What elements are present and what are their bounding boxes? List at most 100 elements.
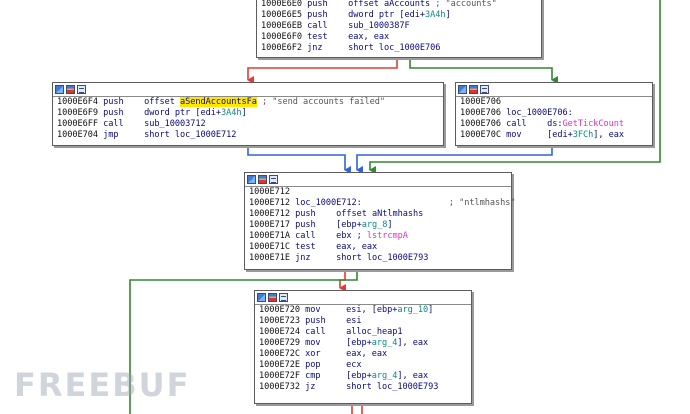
mnemonic: jmp — [103, 130, 119, 140]
operand: eax, eax — [348, 32, 389, 42]
edge-ntlm-jnz — [129, 272, 358, 414]
address: 1000E720 — [259, 305, 300, 315]
comment: ; "send accounts failed" — [256, 97, 385, 107]
disasm-line[interactable]: 1000E706 — [460, 97, 648, 108]
operand-constant: arg_4 — [371, 371, 398, 381]
disasm-line[interactable]: 1000E6E5 push dword ptr [edi+3A4h] — [261, 10, 537, 21]
disasm-line[interactable]: 1000E72C xor eax, eax — [259, 349, 467, 360]
operand-constant: 3A4h — [424, 10, 446, 20]
disasm-line[interactable]: 1000E717 push [ebp+arg_8] — [249, 220, 507, 231]
operand-text: alloc_heap1 — [346, 327, 403, 337]
address: 1000E717 — [249, 220, 290, 230]
code-block-ntlmhashs[interactable]: 1000E712 1000E712 loc_1000E712: ; "ntlmh… — [244, 172, 516, 270]
block-lines: 1000E6E0 push offset aAccounts ; "accoun… — [257, 0, 541, 54]
disasm-line[interactable]: 1000E732 jz short loc_1000E793 — [259, 382, 467, 393]
disasm-line[interactable]: 1000E71A call ebx ; lstrcmpA — [249, 231, 507, 242]
disasm-line[interactable]: 1000E6F4 push offset aSendAccountsFa ; "… — [57, 97, 439, 108]
operand-constant: arg_4 — [371, 338, 398, 348]
address: 1000E72C — [259, 349, 300, 359]
disasm-line[interactable]: 1000E6E0 push offset aAccounts ; "accoun… — [261, 0, 537, 10]
mnemonic: pop — [305, 360, 321, 370]
operand: [ebp+arg_4], eax — [346, 338, 428, 348]
disasm-line[interactable]: 1000E6F9 push dword ptr [edi+3A4h] — [57, 108, 439, 119]
edge-top-to-tick — [409, 60, 558, 84]
chart-icon[interactable] — [469, 85, 478, 94]
disasm-line[interactable]: 1000E704 jmp short loc_1000E712 — [57, 130, 439, 141]
operand: loc_1000E712: — [295, 198, 362, 208]
highlighted-symbol[interactable]: aSendAccountsFa — [180, 97, 257, 107]
graph-view-icon[interactable] — [257, 293, 266, 302]
comment: ; "accounts" — [430, 0, 497, 9]
disasm-line[interactable]: 1000E729 mov [ebp+arg_4], eax — [259, 338, 467, 349]
disasm-line[interactable]: 1000E6F0 test eax, eax — [261, 32, 537, 43]
disasm-line[interactable]: 1000E706 loc_1000E706: — [460, 108, 648, 119]
address: 1000E729 — [259, 338, 300, 348]
disasm-line[interactable]: 1000E70C mov [edi+3FCh], eax — [460, 130, 648, 141]
disasm-line[interactable]: 1000E6FF call sub_10003712 — [57, 119, 439, 130]
disasm-line[interactable]: 1000E72F cmp [ebp+arg_4], eax — [259, 371, 467, 382]
mnemonic: xor — [305, 349, 321, 359]
block-toolbar — [255, 291, 471, 305]
edge-tick-to-ntlm — [356, 147, 553, 174]
block-lines: 1000E720 mov esi, [ebp+arg_10]1000E723 p… — [255, 305, 471, 393]
disasm-line[interactable]: 1000E71C test eax, eax — [249, 242, 507, 253]
operand: short loc_1000E712 — [144, 130, 236, 140]
disasm-line[interactable]: 1000E72E pop ecx — [259, 360, 467, 371]
graph-view-icon[interactable] — [247, 175, 256, 184]
operand: offset aNtlmhashs — [336, 209, 423, 219]
disasm-line[interactable]: 1000E712 loc_1000E712: ; "ntlmhashs" — [249, 198, 516, 209]
graph-view-icon[interactable] — [55, 85, 64, 94]
chart-icon[interactable] — [258, 175, 267, 184]
operand: [ebp+arg_8] — [336, 220, 392, 230]
disasm-line[interactable]: 1000E6EB call sub_1000387F — [261, 21, 537, 32]
graph-view-icon[interactable] — [458, 85, 467, 94]
operand: eax, eax — [346, 349, 387, 359]
operand-text: ] — [387, 220, 393, 230]
code-block-alloc-heap[interactable]: 1000E720 mov esi, [ebp+arg_10]1000E723 p… — [254, 290, 472, 404]
disasm-line[interactable]: 1000E724 call alloc_heap1 — [259, 327, 467, 338]
mnemonic: call — [307, 21, 328, 31]
address: 1000E71C — [249, 242, 290, 252]
block-toolbar — [245, 173, 511, 187]
operand-constant: 3A4h — [220, 108, 242, 118]
address: 1000E72F — [259, 371, 300, 381]
code-block-gettickcount[interactable]: 1000E706 1000E706 loc_1000E706:1000E706 … — [455, 82, 653, 146]
comment: ; "ntlmhashs" — [361, 198, 516, 208]
mnemonic: cmp — [305, 371, 321, 381]
chart-icon[interactable] — [66, 85, 75, 94]
address: 1000E712 — [249, 187, 290, 197]
code-block-send-failed[interactable]: 1000E6F4 push offset aSendAccountsFa ; "… — [52, 82, 444, 146]
mnemonic: jz — [305, 382, 316, 392]
api-name[interactable]: lstrcmpA — [366, 231, 408, 241]
chart-icon[interactable] — [268, 293, 277, 302]
disasm-line[interactable]: 1000E6F2 jnz short loc_1000E706 — [261, 43, 537, 54]
text-view-icon[interactable] — [480, 85, 489, 94]
code-block-top[interactable]: 1000E6E0 push offset aAccounts ; "accoun… — [256, 0, 542, 58]
disasm-line[interactable]: 1000E723 push esi — [259, 316, 467, 327]
mnemonic: push — [305, 316, 326, 326]
operand: sub_10003712 — [144, 119, 206, 129]
disasm-line[interactable]: 1000E712 — [249, 187, 507, 198]
operand-text: short loc_1000E706 — [348, 43, 441, 53]
operand: dword ptr [edi+3A4h] — [348, 10, 451, 20]
operand-text: ] — [445, 10, 451, 20]
mnemonic: call — [295, 231, 316, 241]
operand-text: ] — [428, 305, 434, 315]
address: 1000E71A — [249, 231, 290, 241]
text-view-icon[interactable] — [77, 85, 86, 94]
operand-text: esi, [ebp+ — [346, 305, 398, 315]
disasm-line[interactable]: 1000E712 push offset aNtlmhashs — [249, 209, 507, 220]
api-name[interactable]: GetTickCount — [562, 119, 625, 129]
disasm-line[interactable]: 1000E71E jnz short loc_1000E793 — [249, 253, 507, 264]
text-view-icon[interactable] — [279, 293, 288, 302]
address: 1000E732 — [259, 382, 300, 392]
operand-text: loc_1000E712: — [295, 198, 362, 208]
operand-text: offset — [144, 97, 180, 107]
address: 1000E6F4 — [57, 97, 98, 107]
disasm-line[interactable]: 1000E706 call ds:GetTickCount — [460, 119, 648, 130]
text-view-icon[interactable] — [269, 175, 278, 184]
operand-text: sub_1000387F — [348, 21, 410, 31]
operand-text: [edi+ — [547, 130, 573, 140]
mnemonic: push — [295, 209, 316, 219]
disasm-line[interactable]: 1000E720 mov esi, [ebp+arg_10] — [259, 305, 467, 316]
